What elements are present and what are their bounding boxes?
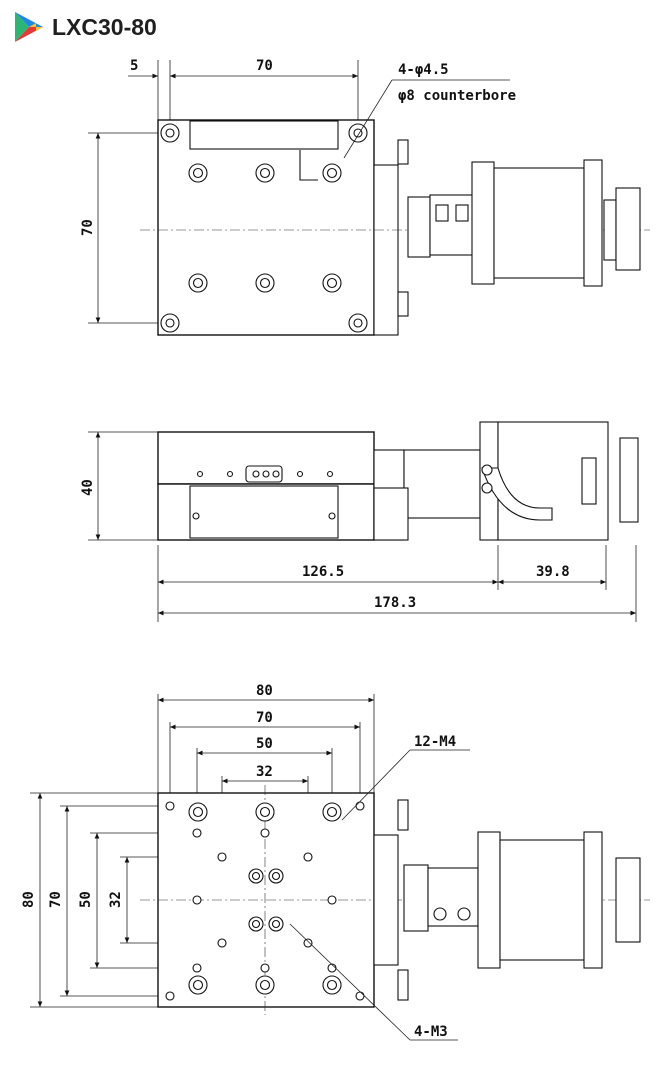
callout-m4: 12-M4 [414, 734, 456, 750]
motor-flange [471, 161, 495, 285]
side-view: 40 126.5 39.8 178.3 [80, 421, 639, 622]
header: LXC30-80 [12, 10, 157, 44]
threaded-hole [217, 938, 227, 948]
threaded-hole [260, 963, 270, 973]
counterbore-hole [322, 975, 342, 995]
corner-hole [160, 123, 180, 143]
threaded-hole [217, 852, 227, 862]
threaded-hole [327, 895, 337, 905]
bottom-view: 80 70 50 32 80 70 50 32 [21, 683, 650, 1041]
coupling [407, 196, 431, 258]
threaded-hole [165, 801, 175, 811]
dim-motor-length: 39.8 [536, 564, 570, 580]
counterbore-hole [255, 163, 275, 183]
counterbore-hole [322, 802, 342, 822]
motor-end [583, 159, 603, 287]
dim-left-32: 32 [108, 891, 124, 908]
center-hole [268, 916, 284, 932]
counterbore-hole [188, 975, 208, 995]
motor-body [493, 167, 585, 279]
dim-80: 80 [256, 683, 273, 699]
side-housing [373, 164, 399, 336]
dim-70: 70 [256, 710, 273, 726]
play-logo-icon [15, 12, 43, 42]
counterbore-hole [322, 273, 342, 293]
corner-hole [160, 313, 180, 333]
stage-body-top [157, 119, 375, 336]
counterbore-hole [188, 802, 208, 822]
dim-left-70: 70 [48, 891, 64, 908]
center-hole [268, 868, 284, 884]
dim-total-length: 178.3 [374, 595, 416, 611]
hole-callout-line2: φ8 counterbore [398, 88, 516, 104]
threaded-hole [303, 852, 313, 862]
threaded-hole [192, 895, 202, 905]
counterbore-hole [255, 273, 275, 293]
dim-left-height: 70 [80, 219, 96, 236]
dim-body-length: 126.5 [302, 564, 344, 580]
threaded-hole [192, 963, 202, 973]
threaded-hole [327, 963, 337, 973]
counterbore-hole [188, 163, 208, 183]
dim-left-50: 50 [78, 891, 94, 908]
clamp-plate [189, 120, 339, 150]
coupling-block [429, 194, 479, 256]
hole-callout-line1: 4-φ4.5 [398, 62, 449, 78]
dim-32: 32 [256, 764, 273, 780]
hand-knob [615, 187, 641, 271]
threaded-hole [165, 991, 175, 1001]
callout-m3: 4-M3 [414, 1024, 448, 1040]
dim-top-left: 5 [130, 58, 138, 74]
top-view: 5 70 70 [80, 58, 650, 336]
center-hole [248, 916, 264, 932]
threaded-hole [303, 938, 313, 948]
counterbore-hole [188, 273, 208, 293]
threaded-hole [355, 801, 365, 811]
center-hole [248, 868, 264, 884]
counterbore-hole [322, 163, 342, 183]
threaded-hole [260, 828, 270, 838]
dim-top-width: 70 [256, 58, 273, 74]
corner-hole [348, 123, 368, 143]
side-hand-knob [619, 437, 639, 523]
counterbore-hole [255, 802, 275, 822]
page-title: LXC30-80 [52, 13, 157, 40]
dim-left-80: 80 [21, 891, 37, 908]
threaded-hole [192, 828, 202, 838]
corner-hole [348, 313, 368, 333]
dim-50: 50 [256, 736, 273, 752]
threaded-hole [355, 991, 365, 1001]
dim-side-height: 40 [80, 479, 96, 496]
counterbore-hole [255, 975, 275, 995]
